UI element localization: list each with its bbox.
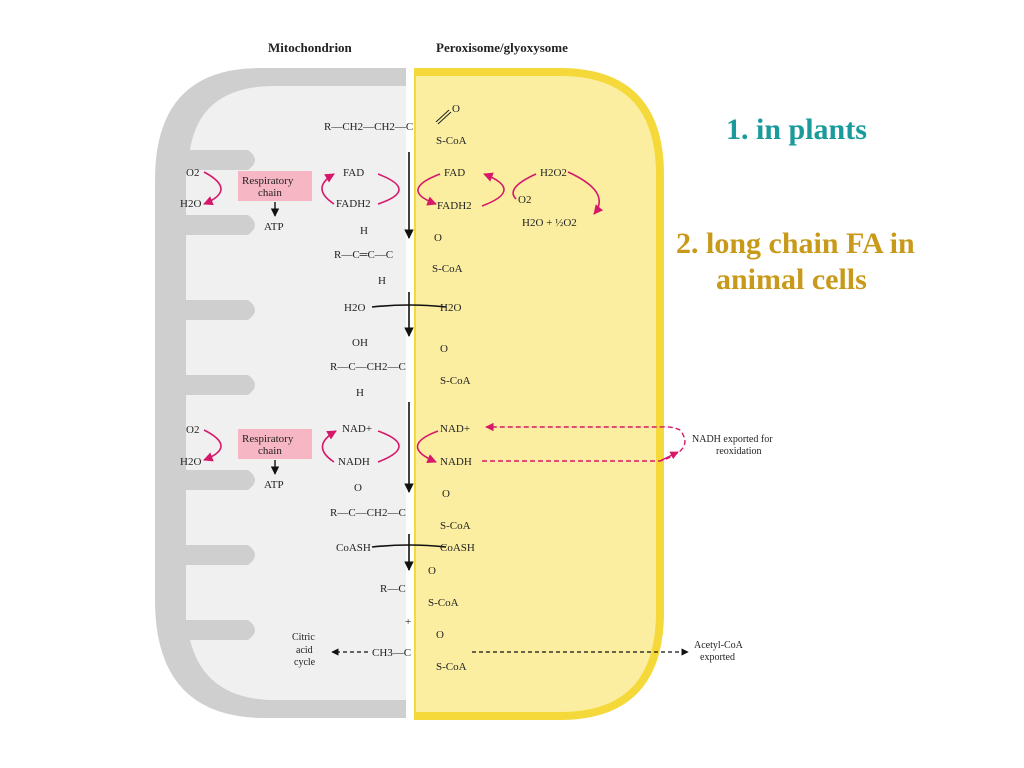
respiratory-chain-label-1: Respiratory [242,175,294,187]
acetyl-coa-exported-label: Acetyl-CoA [694,640,744,651]
svg-text:chain: chain [258,187,282,199]
svg-text:OH: OH [352,337,368,349]
fad-oxidation-row: O2 H2O Respiratory chain ATP FAD FADH2 F… [180,167,604,233]
svg-text:S-CoA: S-CoA [436,135,467,147]
nadh-exported-label: NADH exported for [692,434,773,445]
svg-text:H2O: H2O [180,198,201,210]
hydroxyacyl-coa: OH R—C—CH2—C H O S-CoA [330,337,471,399]
pathway-arrows [371,152,447,571]
peroxisome-header: Peroxisome/glyoxysome [436,40,568,55]
svg-text:S-CoA: S-CoA [428,597,459,609]
svg-text:H: H [356,387,364,399]
nad-oxidation-row: O2 H2O Respiratory chain ATP NAD+ NADH N… [180,422,773,491]
svg-text:ATP: ATP [264,479,284,491]
svg-text:O: O [442,488,450,500]
svg-text:O2: O2 [186,424,199,436]
svg-text:NAD+: NAD+ [440,423,470,435]
svg-text:H2O: H2O [440,302,461,314]
svg-text:R—CH2—CH2—C: R—CH2—CH2—C [324,121,413,133]
svg-text:O: O [440,343,448,355]
svg-text:S-CoA: S-CoA [440,375,471,387]
svg-text:Citric: Citric [292,632,315,643]
acyl-coa: R—CH2—CH2—C O S-CoA [324,103,467,147]
svg-text:CH3—C: CH3—C [372,647,411,659]
svg-text:H2O: H2O [180,456,201,468]
svg-text:S-CoA: S-CoA [436,661,467,673]
svg-text:O: O [428,565,436,577]
svg-text:S-CoA: S-CoA [432,263,463,275]
svg-text:O2: O2 [518,194,531,206]
shortened-acyl-coa: R—C O S-CoA + [380,565,459,628]
ketoacyl-coa: O R—C—CH2—C O S-CoA [330,482,471,532]
svg-text:cycle: cycle [294,657,316,668]
coash-row: CoASH CoASH [336,542,475,554]
hydration-row: H2O H2O [344,302,461,314]
svg-text:R—C—CH2—C: R—C—CH2—C [330,361,406,373]
note-long-chain: 2. long chain FA in animal cells [676,226,915,298]
svg-text:H: H [378,275,386,287]
svg-text:NAD+: NAD+ [342,423,372,435]
note-long-chain-line2: animal cells [716,263,867,296]
svg-text:FADH2: FADH2 [437,200,472,212]
svg-text:O: O [434,232,442,244]
svg-text:O: O [452,103,460,115]
svg-text:O: O [436,629,444,641]
svg-text:CoASH: CoASH [440,542,475,554]
svg-text:exported: exported [700,652,735,663]
svg-text:chain: chain [258,445,282,457]
svg-text:Respiratory: Respiratory [242,433,294,445]
svg-text:FADH2: FADH2 [336,198,371,210]
svg-text:acid: acid [296,645,313,656]
svg-text:reoxidation: reoxidation [716,446,762,457]
svg-text:O2: O2 [186,167,199,179]
peroxisome-compartment [406,66,664,722]
svg-text:H: H [360,225,368,237]
svg-text:O: O [354,482,362,494]
svg-text:NADH: NADH [440,456,472,468]
svg-text:S-CoA: S-CoA [440,520,471,532]
mitochondrion-header: Mitochondrion [268,40,353,55]
svg-text:R—C═C—C: R—C═C—C [334,249,393,261]
svg-text:+: + [405,616,411,628]
svg-text:H2O + ½O2: H2O + ½O2 [522,217,577,229]
note-long-chain-line1: 2. long chain FA in [676,227,915,260]
svg-text:ATP: ATP [264,221,284,233]
svg-text:R—C—CH2—C: R—C—CH2—C [330,507,406,519]
svg-text:CoASH: CoASH [336,542,371,554]
svg-text:FAD: FAD [444,167,465,179]
svg-text:NADH: NADH [338,456,370,468]
svg-text:FAD: FAD [343,167,364,179]
note-in-plants: 1. in plants [726,113,867,146]
svg-text:H2O2: H2O2 [540,167,567,179]
svg-text:H2O: H2O [344,302,365,314]
enoyl-coa: H R—C═C—C H O S-CoA [334,225,463,287]
svg-text:R—C: R—C [380,583,406,595]
mitochondrion-compartment [155,68,408,718]
acetyl-coa: Citric acid cycle CH3—C O S-CoA Acetyl-C… [292,629,744,673]
